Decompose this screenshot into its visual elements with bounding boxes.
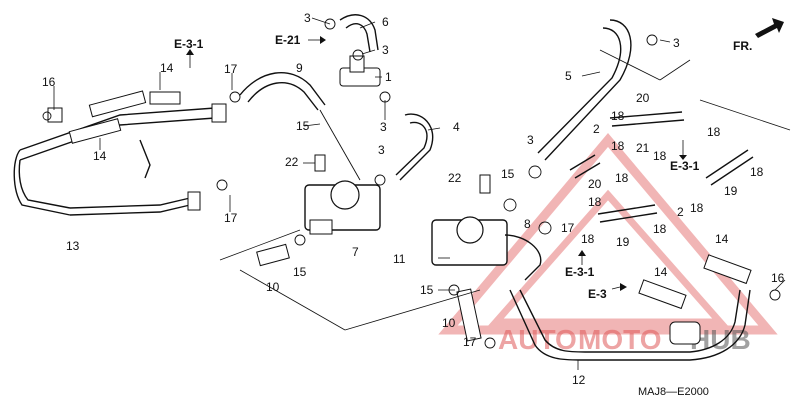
hose-4-inner <box>395 121 428 176</box>
part-label: 17 <box>561 221 575 235</box>
part-label: 18 <box>611 109 625 123</box>
part-label: 15 <box>420 283 434 297</box>
part-label: 18 <box>615 171 629 185</box>
part-label: 20 <box>588 177 602 191</box>
part-label: 18 <box>588 195 602 209</box>
diagram-code: MAJ8—E2000 <box>638 386 709 398</box>
reference-arrows <box>186 36 687 291</box>
part-label: 10 <box>266 280 280 294</box>
pipe-19-center-inner <box>599 212 658 223</box>
part-label: 18 <box>653 222 667 236</box>
part-label: 6 <box>382 15 389 29</box>
pipe-20-top <box>609 111 683 119</box>
valve-7 <box>304 109 381 235</box>
ref-e-3-1-left: E-3-1 <box>174 37 204 51</box>
part-label: 3 <box>380 120 387 134</box>
part-label: 17 <box>463 335 477 349</box>
leader-lines <box>53 17 791 370</box>
hose-5 <box>544 19 632 161</box>
hose-4 <box>399 113 434 181</box>
part-label: 3 <box>304 11 311 25</box>
watermark-triangle <box>438 133 778 335</box>
part-label: 18 <box>750 165 764 179</box>
fr-label: FR. <box>733 39 752 53</box>
watermark-text-auto: AUTO <box>498 324 577 355</box>
part-label: 7 <box>352 245 359 259</box>
front-direction-indicator: FR. <box>733 18 784 53</box>
part-label: 3 <box>673 36 680 50</box>
part-label: 14 <box>654 265 668 279</box>
ref-e-3-1-right: E-3-1 <box>670 159 700 173</box>
part-label: 14 <box>160 61 174 75</box>
part-label: 21 <box>636 141 650 155</box>
part-label: 15 <box>296 119 310 133</box>
part-label: 2 <box>593 122 600 136</box>
hose-10-left <box>256 243 290 267</box>
bolt-22-left <box>314 154 326 172</box>
pipe-20-left <box>569 154 596 171</box>
part-labels: 16 14 14 17 9 3 6 3 1 3 4 5 3 13 17 15 2… <box>42 11 785 387</box>
part-label: 17 <box>224 62 238 76</box>
watermark-text-moto: MOTO <box>578 324 661 355</box>
part-label: 3 <box>527 133 534 147</box>
valve-11 <box>431 216 542 281</box>
part-label: 5 <box>565 69 572 83</box>
pipe-12-assembly <box>509 254 752 361</box>
part-label: 19 <box>724 184 738 198</box>
part-label: 13 <box>66 239 80 253</box>
part-label: 16 <box>42 75 56 89</box>
hose-10-right <box>456 288 482 342</box>
hose-6 <box>339 14 379 51</box>
ref-e-3-1-lower: E-3-1 <box>565 265 595 279</box>
part-label: 10 <box>442 316 456 330</box>
part-label: 4 <box>453 120 460 134</box>
part-label: 18 <box>690 201 704 215</box>
pipe-19-center <box>597 204 656 215</box>
watermark: AUTO MOTO HUB <box>438 133 778 355</box>
part-label: 15 <box>501 167 515 181</box>
part-label: 15 <box>293 265 307 279</box>
part-label: 16 <box>771 271 785 285</box>
pipe-19-right <box>705 149 749 179</box>
pipe-19-right-inner <box>710 156 754 186</box>
ref-e-21: E-21 <box>275 33 301 47</box>
hose-6-inner <box>345 23 371 53</box>
joint-1-stem <box>349 55 365 73</box>
part-label: 19 <box>616 235 630 249</box>
ref-e-3: E-3 <box>588 287 607 301</box>
part-label: 18 <box>611 139 625 153</box>
pipe-20-top-inner <box>611 119 685 127</box>
pipe-13-assembly <box>13 90 227 216</box>
hose-9 <box>239 71 326 106</box>
bolt-22-center <box>479 174 491 194</box>
part-label: 20 <box>636 91 650 105</box>
part-label: 18 <box>581 232 595 246</box>
part-label: 3 <box>382 43 389 57</box>
hose-9-inner <box>247 82 319 111</box>
part-label: 3 <box>378 143 385 157</box>
part-label: 18 <box>653 149 667 163</box>
watermark-inner-triangle <box>488 189 728 326</box>
part-label: 22 <box>448 171 462 185</box>
part-label: 22 <box>285 155 299 169</box>
pipe-20-left-inner <box>574 162 601 179</box>
part-label: 9 <box>296 61 303 75</box>
clamps <box>42 18 781 349</box>
part-label: 14 <box>93 149 107 163</box>
part-label: 17 <box>224 211 238 225</box>
part-label: 12 <box>572 373 586 387</box>
hose-5-inner <box>537 27 622 154</box>
part-label: 11 <box>393 252 406 266</box>
part-label: 1 <box>385 70 392 84</box>
part-label: 18 <box>707 125 721 139</box>
fr-arrow-icon <box>755 18 784 38</box>
part-label: 2 <box>677 205 684 219</box>
part-label: 14 <box>715 232 729 246</box>
part-label: 8 <box>524 217 531 231</box>
